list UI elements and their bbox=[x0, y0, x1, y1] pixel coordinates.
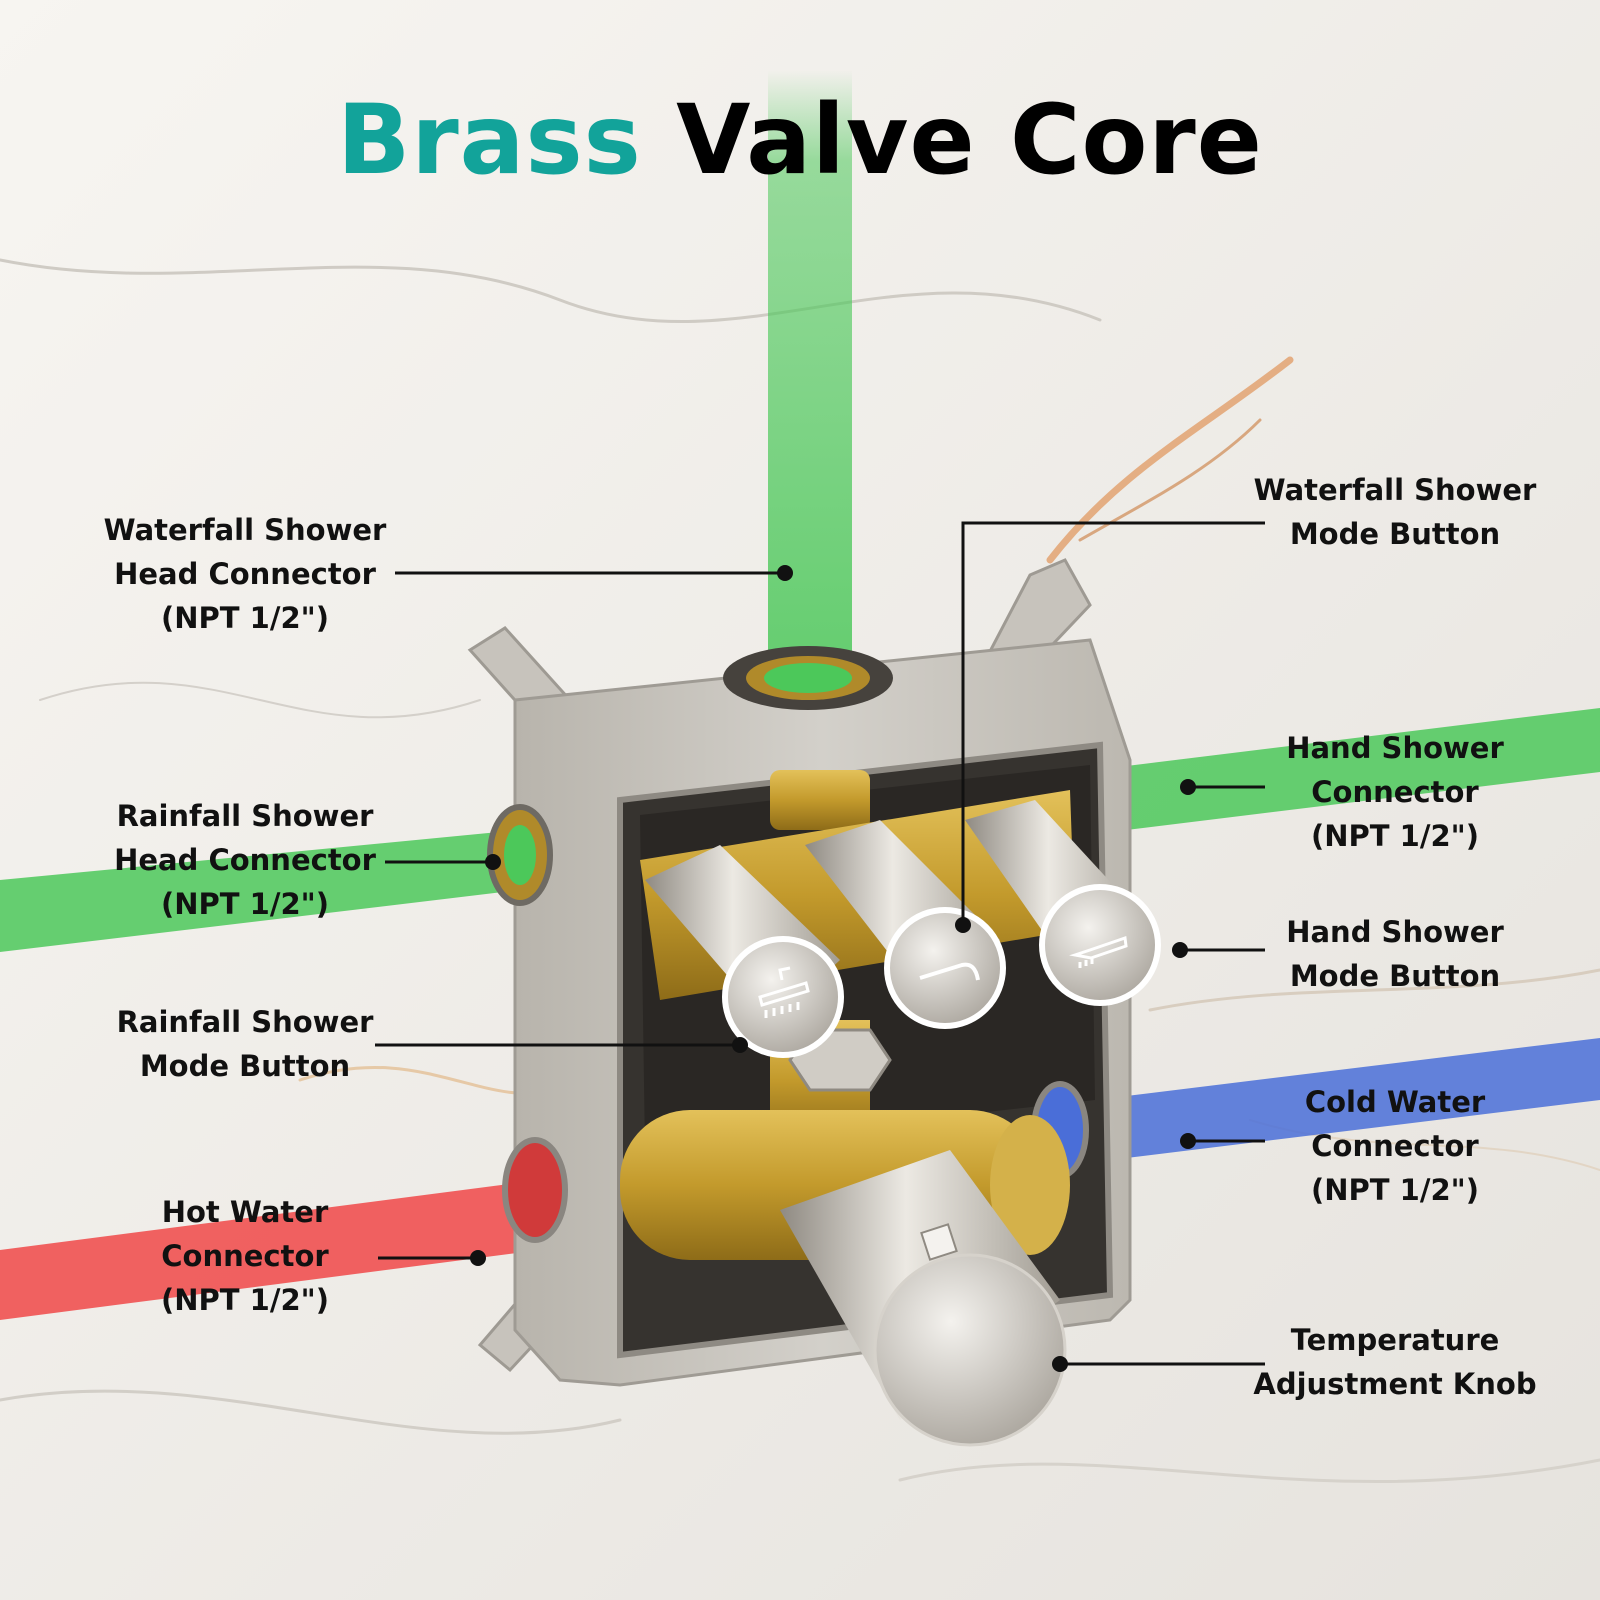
label-hand-button: Hand Shower Mode Button bbox=[1286, 915, 1504, 993]
hand-shower-mode-button[interactable] bbox=[1039, 884, 1161, 1006]
label-hot-water: Hot Water Connector (NPT 1/2") bbox=[161, 1195, 329, 1317]
label-hand-connector: Hand Shower Connector (NPT 1/2") bbox=[1286, 731, 1504, 853]
label-waterfall-button: Waterfall Shower Mode Button bbox=[1253, 473, 1537, 551]
callout-lines bbox=[375, 521, 1265, 1366]
hand-shower-connector-pipe bbox=[1110, 708, 1600, 832]
title-word-brass: Brass bbox=[337, 84, 642, 196]
waterfall-spout-icon bbox=[919, 962, 980, 981]
label-temperature-knob: Temperature Adjustment Knob bbox=[1253, 1323, 1537, 1401]
label-waterfall-connector: Waterfall Shower Head Connector (NPT 1/2… bbox=[103, 513, 387, 635]
page-title: Brass Valve Core bbox=[0, 92, 1600, 188]
label-rainfall-button: Rainfall Shower Mode Button bbox=[116, 1005, 374, 1083]
hand-shower-icon bbox=[1069, 935, 1128, 968]
label-cold-water: Cold Water Connector (NPT 1/2") bbox=[1304, 1085, 1486, 1207]
waterfall-mode-button[interactable] bbox=[884, 907, 1006, 1029]
callout-dots bbox=[470, 565, 1196, 1372]
label-rainfall-connector: Rainfall Shower Head Connector (NPT 1/2"… bbox=[114, 799, 376, 921]
rainfall-shower-icon bbox=[758, 966, 810, 1018]
rainfall-mode-button[interactable] bbox=[722, 936, 844, 1058]
title-word-valve-core: Valve Core bbox=[676, 84, 1263, 196]
cold-water-pipe bbox=[1110, 1038, 1600, 1160]
hot-water-pipe bbox=[0, 1180, 540, 1320]
temperature-knob[interactable] bbox=[780, 1150, 1067, 1447]
